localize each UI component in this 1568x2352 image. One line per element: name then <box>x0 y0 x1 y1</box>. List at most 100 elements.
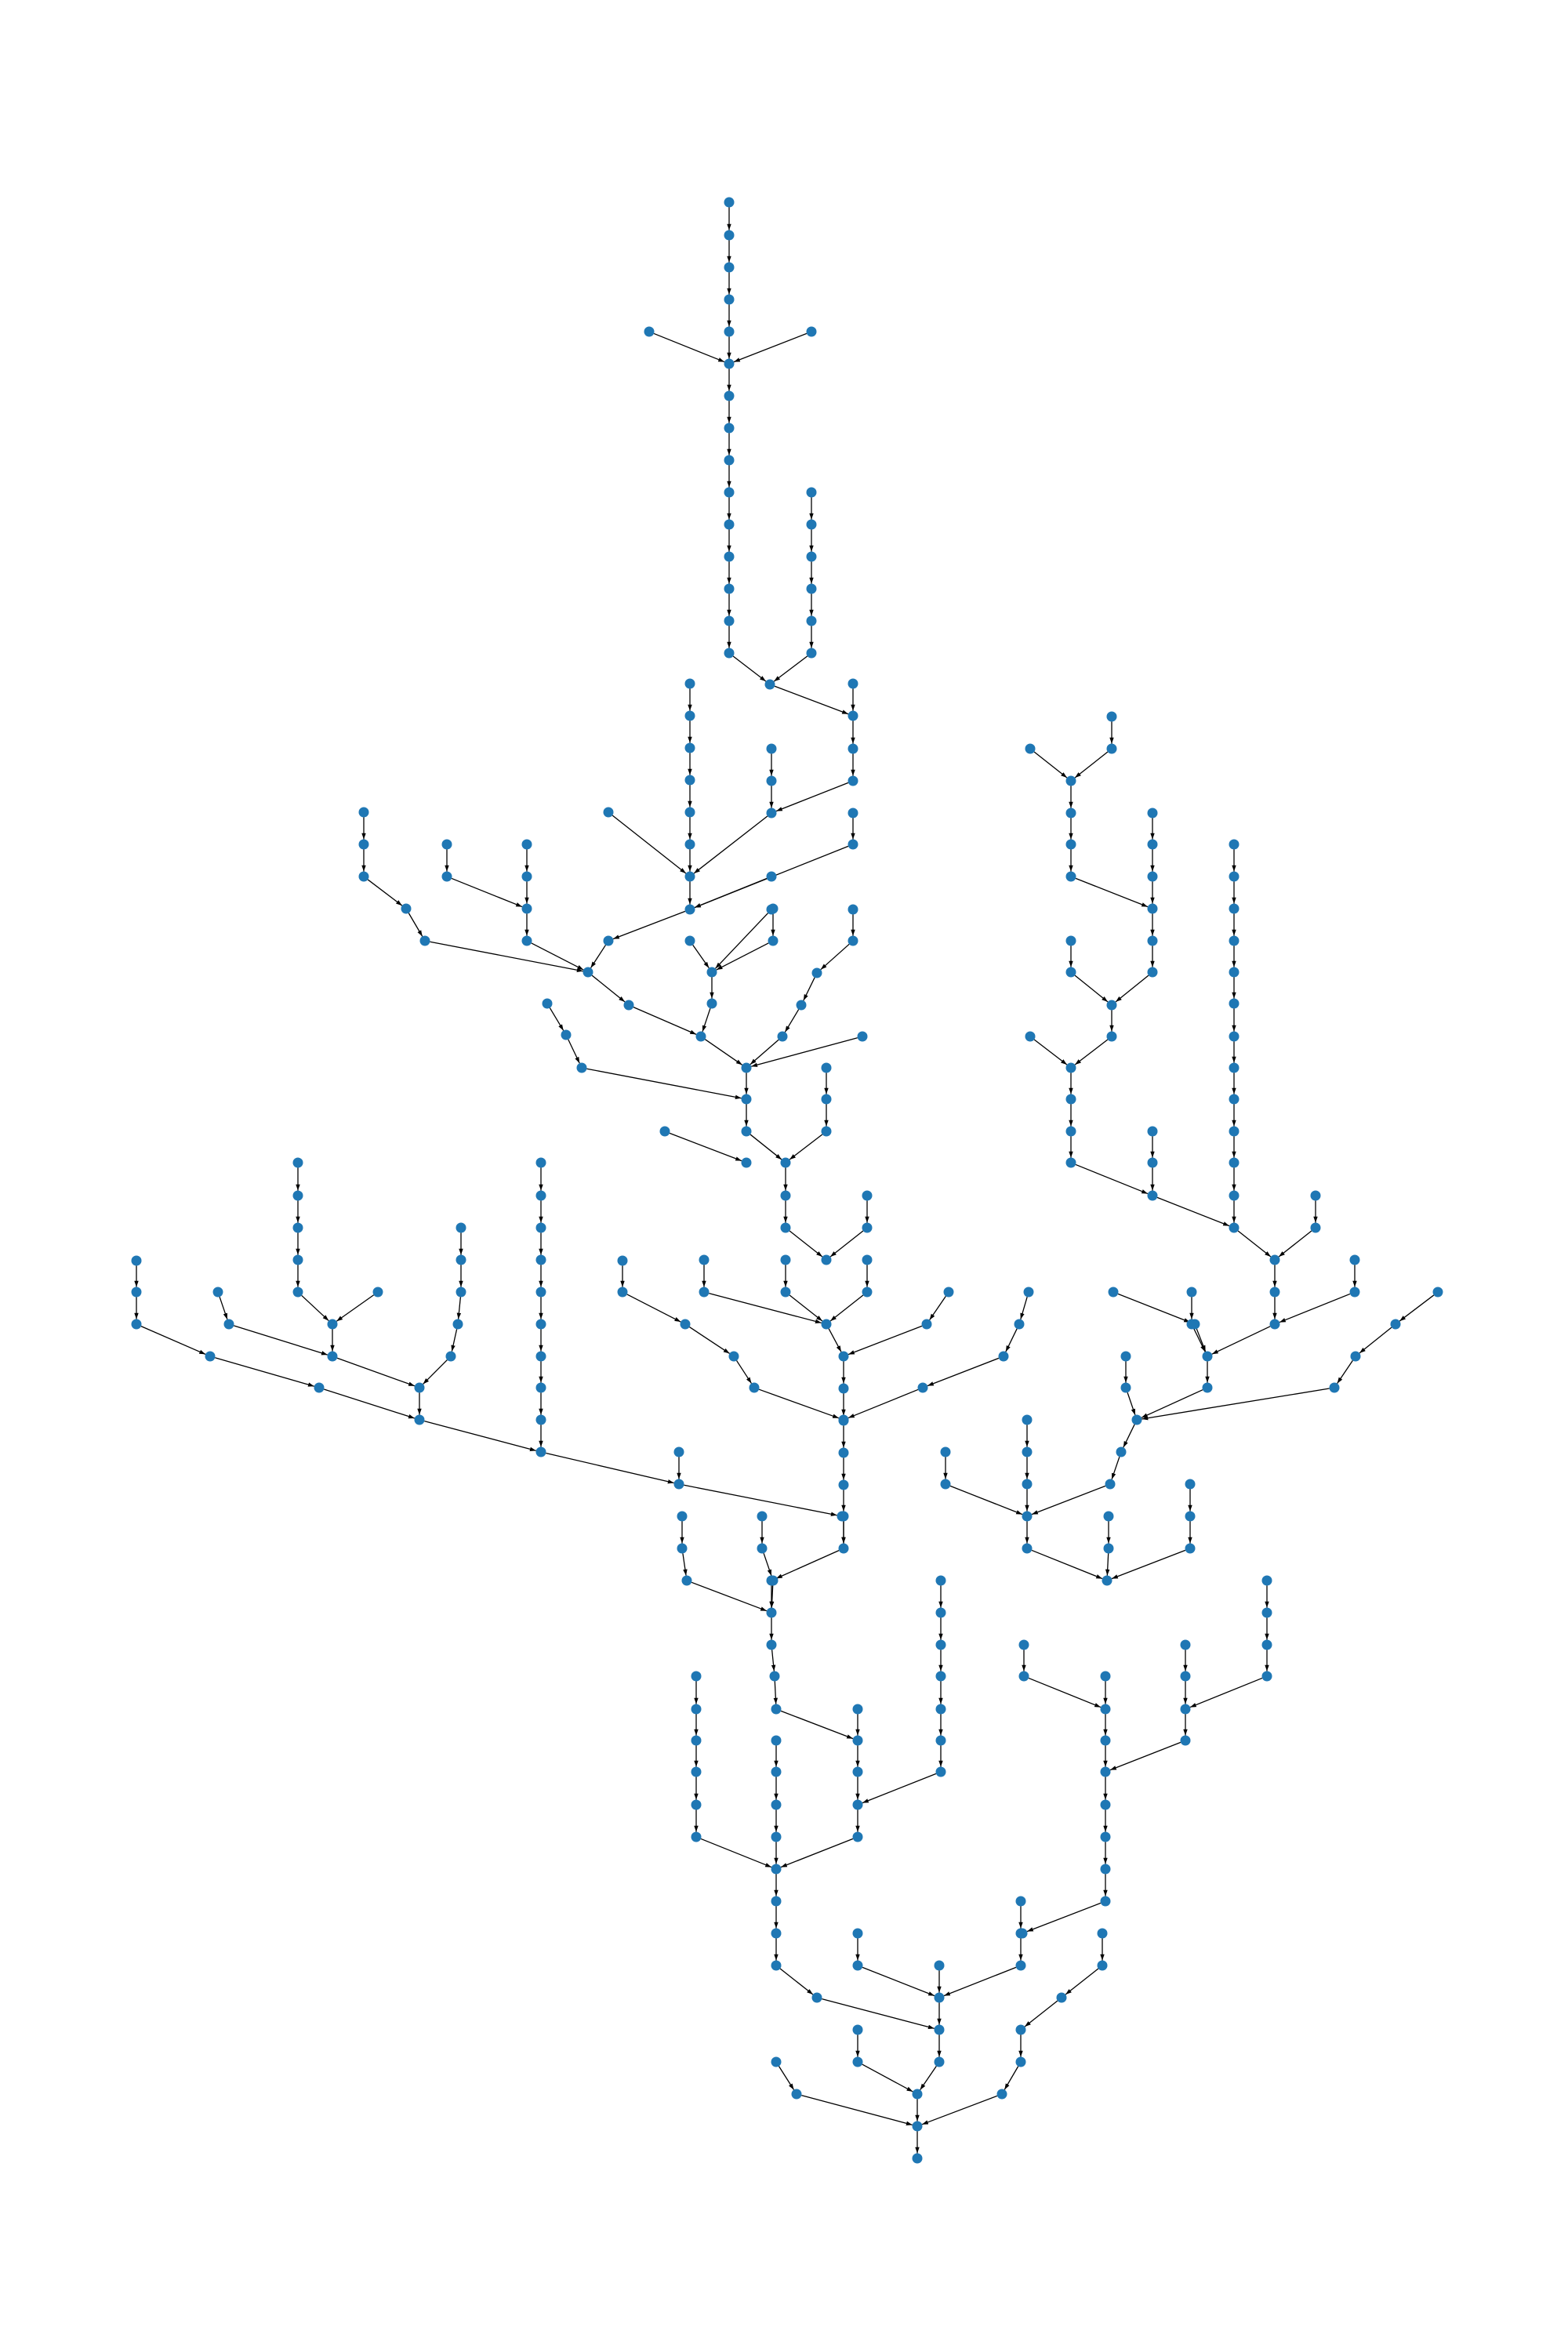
graph-edge <box>1074 751 1109 779</box>
graph-edge <box>929 1296 946 1320</box>
graph-edge <box>423 1359 448 1385</box>
graph-node <box>1180 1735 1191 1746</box>
graph-edge <box>1193 1328 1206 1352</box>
graph-node <box>681 1575 692 1586</box>
graph-node <box>1106 1000 1117 1011</box>
graph-node <box>821 1319 832 1330</box>
graph-edge <box>669 1132 742 1162</box>
graph-node <box>521 935 532 946</box>
graph-node <box>1065 1062 1076 1073</box>
graph-edge <box>704 1039 743 1065</box>
graph-edge <box>789 1134 823 1160</box>
graph-node <box>1329 1382 1340 1393</box>
graph-edge <box>682 1553 688 1576</box>
graph-node <box>771 1735 782 1746</box>
graph-node <box>852 1735 863 1746</box>
graph-node <box>1103 1511 1114 1522</box>
graph-edge <box>691 1581 768 1612</box>
graph-edge <box>775 782 849 812</box>
graph-node <box>741 1062 752 1073</box>
graph-edge <box>451 877 523 908</box>
graph-node <box>838 1414 849 1425</box>
graph-node <box>1147 871 1158 882</box>
graph-node <box>1349 1254 1360 1265</box>
graph-edge <box>1074 1039 1109 1065</box>
graph-node <box>912 2089 923 2100</box>
graph-edge <box>715 913 768 969</box>
graph-node <box>327 1319 338 1330</box>
graph-edge <box>820 943 850 971</box>
graph-node <box>691 1671 702 1682</box>
graph-node <box>691 1704 702 1715</box>
graph-edge <box>709 1293 822 1324</box>
graph-node <box>852 1704 863 1715</box>
graph-node <box>724 358 735 369</box>
graph-node <box>848 935 858 946</box>
graph-node <box>852 1799 863 1810</box>
graph-node <box>1202 1351 1213 1362</box>
graph-edge <box>789 1294 823 1322</box>
graph-node <box>852 2056 863 2067</box>
graph-edge <box>140 1326 206 1355</box>
graph-edge <box>1105 1553 1110 1576</box>
graph-node <box>576 1062 587 1073</box>
graph-node <box>998 1351 1009 1362</box>
graph-node <box>757 1511 768 1522</box>
graph-edge <box>1111 1549 1186 1580</box>
graph-node <box>699 1287 710 1298</box>
graph-edge <box>1075 877 1149 908</box>
graph-node <box>706 967 717 978</box>
graph-node <box>935 1639 946 1650</box>
graph-edge <box>848 1325 923 1356</box>
graph-node <box>1065 775 1076 786</box>
graph-node <box>852 1960 863 1971</box>
graph-node <box>771 1799 782 1810</box>
graph-node <box>1105 1479 1116 1490</box>
graph-node <box>1022 1479 1033 1490</box>
graph-edge <box>1004 2066 1019 2090</box>
graph-node <box>912 2121 923 2132</box>
graph-node <box>1186 1287 1197 1298</box>
graph-node <box>1147 903 1158 914</box>
graph-edge <box>1337 1360 1353 1384</box>
graph-node <box>583 967 593 978</box>
graph-node <box>1023 1287 1034 1298</box>
graph-edge <box>531 942 584 971</box>
graph-node <box>1180 1671 1191 1682</box>
graph-node <box>684 775 695 786</box>
graph-edge <box>451 1329 458 1352</box>
graph-node <box>935 1766 946 1777</box>
graph-edge <box>1117 1293 1191 1323</box>
graph-node <box>677 1511 688 1522</box>
graph-edge <box>732 655 767 682</box>
graph-edge <box>694 877 768 909</box>
graph-node <box>1108 1287 1119 1298</box>
graph-node <box>771 1766 782 1777</box>
graph-node <box>821 1254 832 1265</box>
graph-node <box>935 1704 946 1715</box>
graph-node <box>292 1287 303 1298</box>
graph-edge <box>591 975 626 1003</box>
graph-node <box>934 1992 945 2003</box>
graph-node <box>1229 1157 1240 1168</box>
graph-node <box>1097 1928 1108 1939</box>
graph-node <box>780 1287 791 1298</box>
graph-node <box>1185 1511 1196 1522</box>
graph-node <box>1147 839 1158 850</box>
graph-node <box>728 1351 739 1362</box>
graph-edge <box>735 1360 753 1384</box>
graph-node <box>940 1446 951 1457</box>
graph-edge <box>692 944 710 969</box>
graph-node <box>741 1157 752 1168</box>
graph-node <box>131 1319 142 1330</box>
graph-node <box>535 1319 546 1330</box>
graph-node <box>764 679 775 690</box>
graph-edge <box>1399 1294 1435 1322</box>
graph-node <box>766 871 777 882</box>
graph-node <box>1229 1062 1240 1073</box>
graph-node <box>1100 1735 1111 1746</box>
graph-node <box>680 1319 691 1330</box>
graph-edge <box>546 1452 674 1484</box>
graph-node <box>862 1190 873 1201</box>
graph-edge <box>822 1998 935 2030</box>
